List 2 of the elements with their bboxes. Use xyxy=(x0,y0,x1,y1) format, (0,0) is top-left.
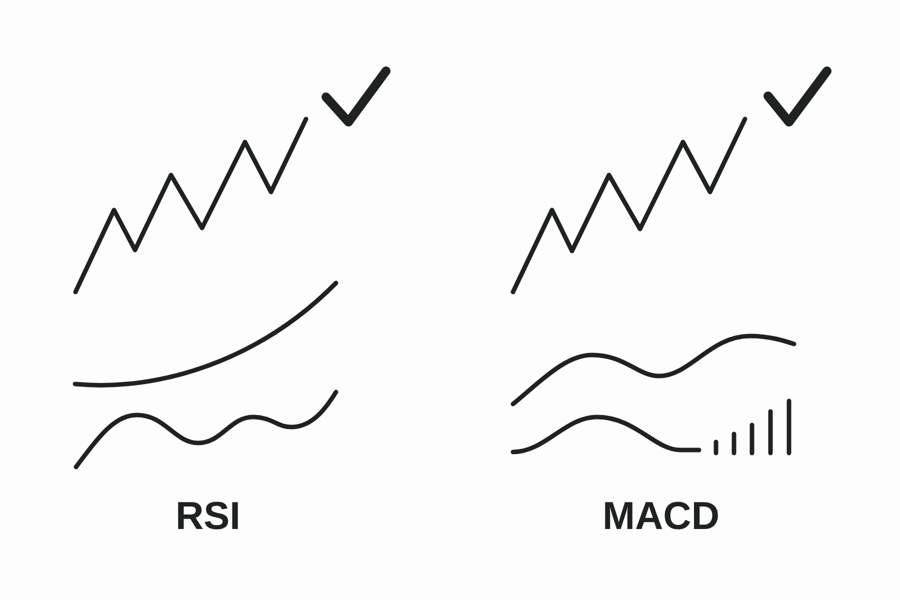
indicator-label: RSI xyxy=(176,497,240,537)
indicator-label: MACD xyxy=(602,497,720,537)
